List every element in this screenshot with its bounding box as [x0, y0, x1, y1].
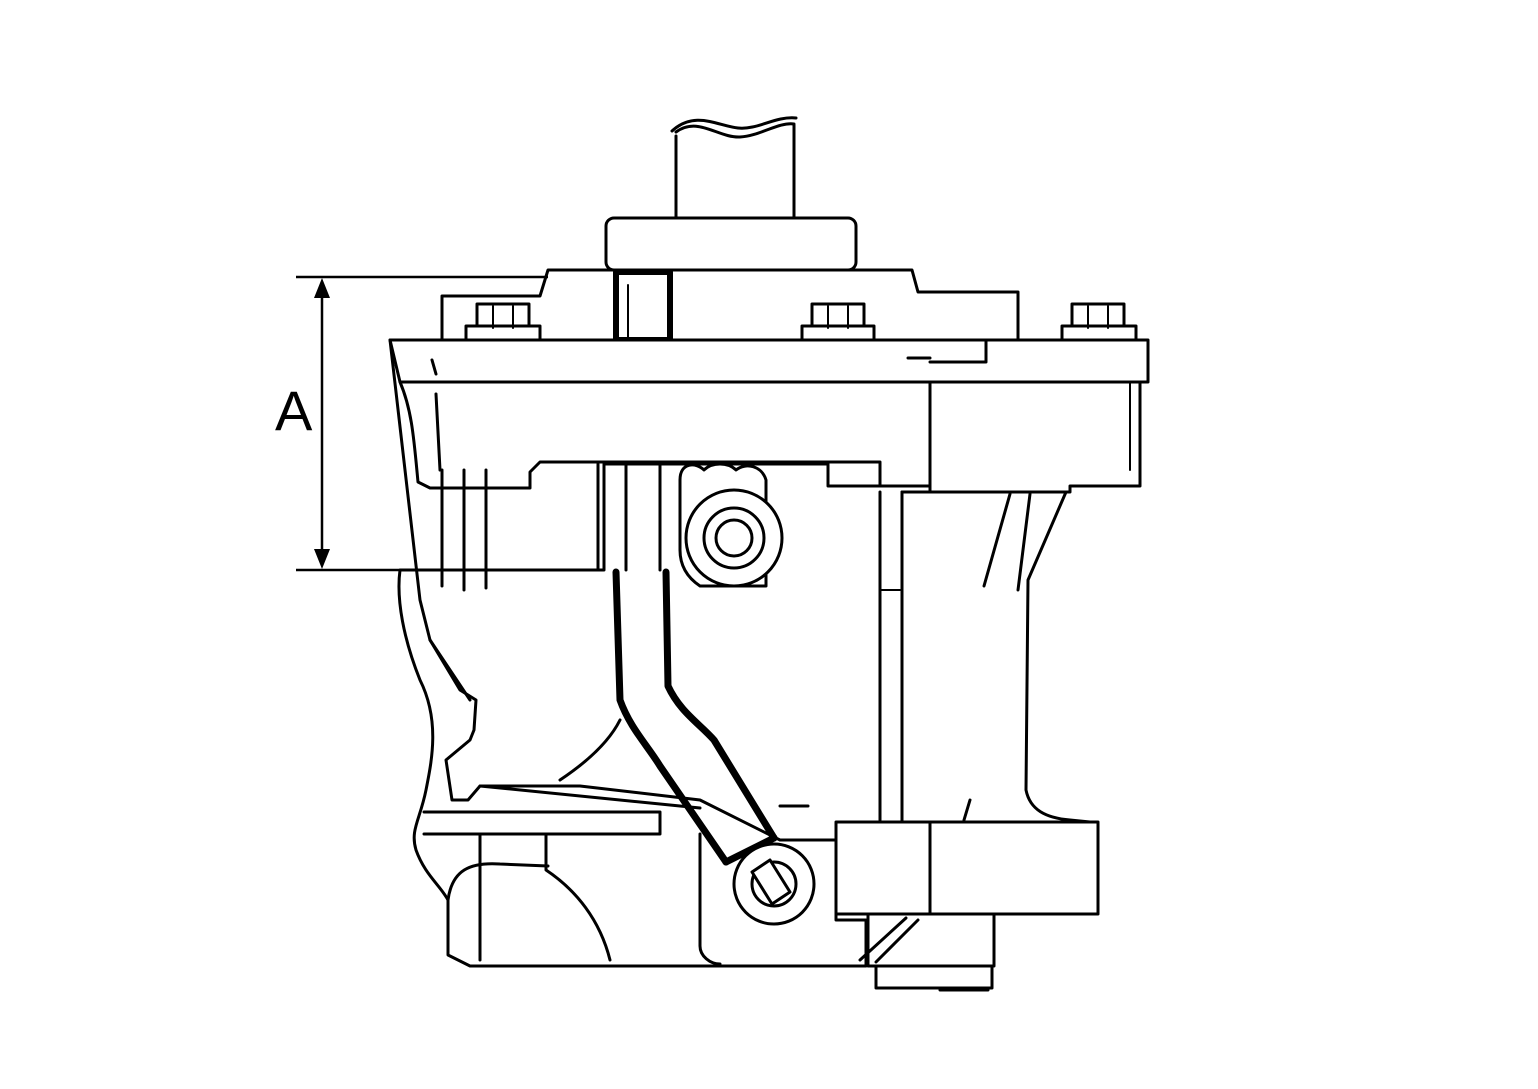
knock-pin [613, 269, 673, 343]
lower-bracket-boss [732, 842, 816, 926]
dimension-arrow-bottom [314, 549, 330, 569]
dimension-arrow-top [314, 278, 330, 298]
shaft [670, 116, 798, 220]
bolt-right [1060, 302, 1138, 342]
housing-lower-box [834, 820, 1100, 916]
dimension-label-a: A [275, 379, 313, 442]
housing-right-block [928, 380, 1142, 494]
housing-upper-section [398, 380, 932, 490]
shaft-break-line [670, 116, 798, 133]
upper-bracket-boss [678, 462, 784, 588]
shaft-flange [604, 216, 858, 272]
housing-body [388, 338, 932, 968]
link-rod [612, 568, 778, 866]
drain-plug [858, 912, 996, 990]
casting-ribs [430, 356, 932, 592]
dimension-a: A [275, 275, 604, 572]
housing-top-plate [388, 338, 1150, 384]
bolt-left [464, 302, 542, 342]
lower-housing-details [422, 638, 972, 966]
bolt-center [800, 302, 876, 342]
